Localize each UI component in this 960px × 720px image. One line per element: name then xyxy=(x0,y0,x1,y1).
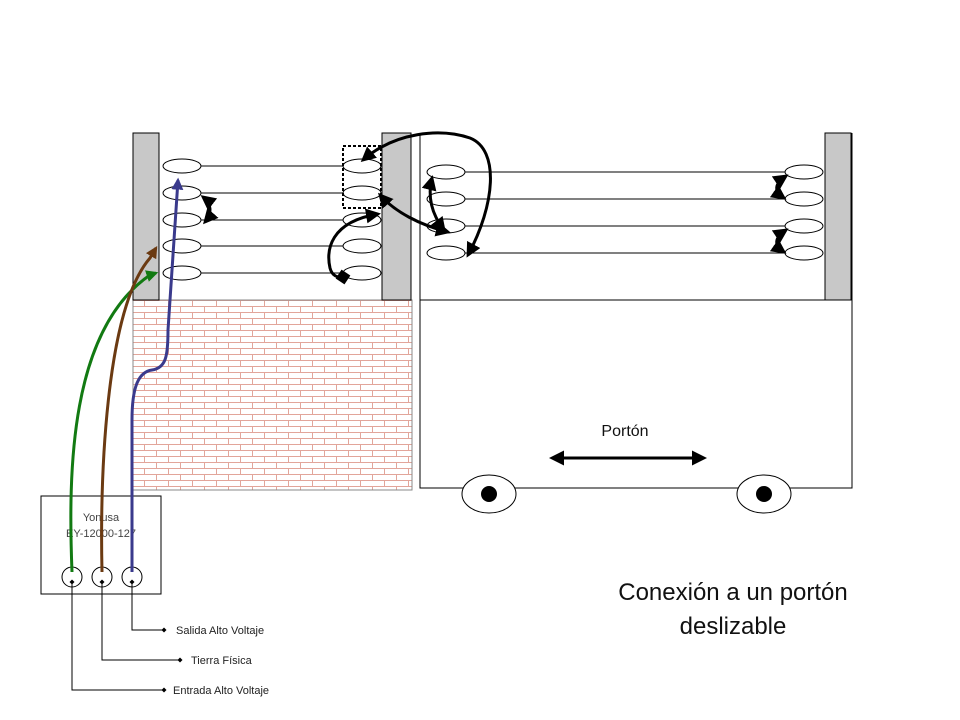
left-post xyxy=(132,132,160,301)
wire-output-blue xyxy=(130,177,184,572)
left-post-insulators xyxy=(162,158,202,281)
gate-fence-wires xyxy=(465,171,785,254)
jumper-gate-right-top xyxy=(769,174,789,200)
title-line-2: deslizable xyxy=(680,613,787,640)
wire-ground-brown xyxy=(100,245,158,573)
gate-label: Portón xyxy=(601,423,648,440)
jumper-return xyxy=(378,192,451,237)
middle-post-insulators xyxy=(342,158,382,281)
title-line-1: Conexión a un portón xyxy=(618,579,848,606)
jumper-left-post xyxy=(200,195,219,225)
label-output: Salida Alto Voltaje xyxy=(176,625,264,637)
left-fence-wires xyxy=(200,165,345,274)
gate-right-insulators xyxy=(784,164,824,261)
gate-wheels xyxy=(461,474,792,514)
right-post xyxy=(824,132,852,301)
label-ground: Tierra Física xyxy=(191,655,253,667)
label-input: Entrada Alto Voltaje xyxy=(173,685,269,697)
jumper-over-gate xyxy=(360,131,492,258)
jumper-wires xyxy=(200,131,789,285)
brick-wall xyxy=(132,299,413,491)
terminal-leads xyxy=(69,579,183,693)
gate-panel xyxy=(419,299,853,489)
jumper-middle-post xyxy=(327,208,381,285)
jumper-gate-right-bottom xyxy=(769,228,789,254)
